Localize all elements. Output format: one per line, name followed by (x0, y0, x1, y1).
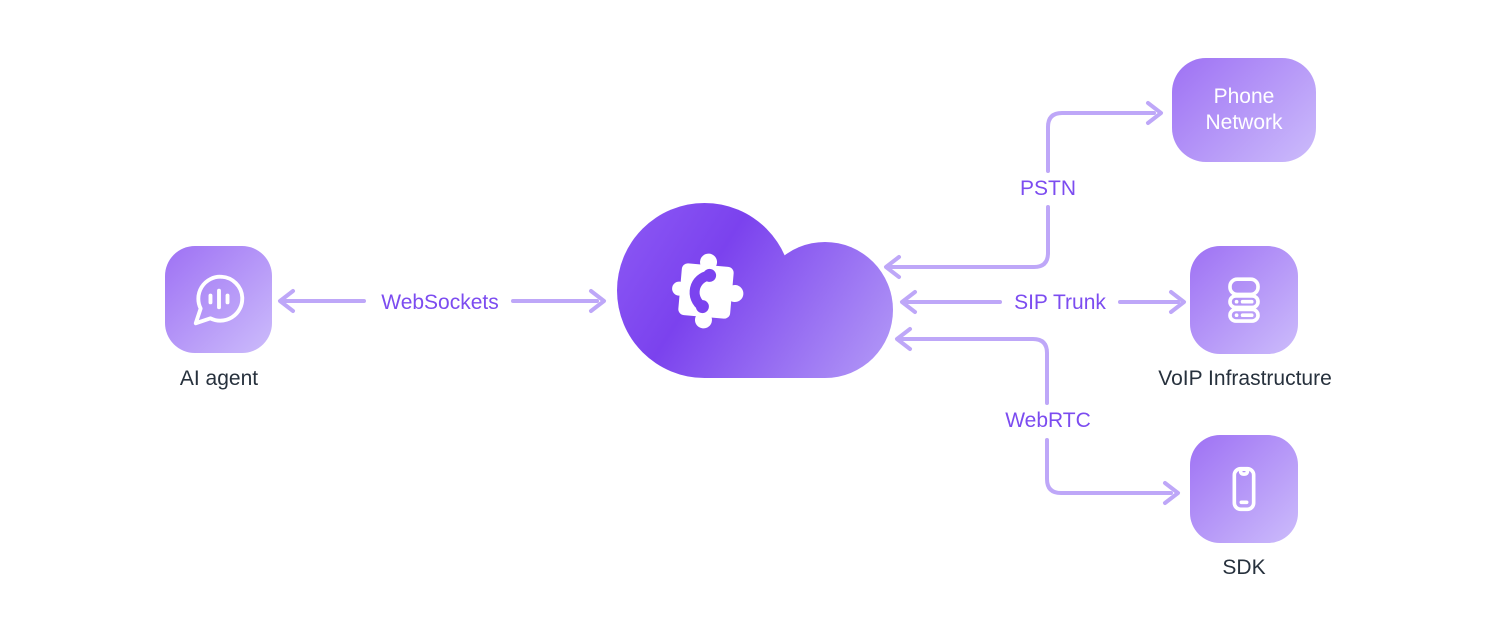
webrtc-connection-label: WebRTC (1005, 409, 1091, 432)
ai-agent-node (165, 246, 272, 353)
voip-infrastructure-label: VoIP Infrastructure (1158, 367, 1332, 390)
connector-pstn (884, 101, 1163, 279)
ai-agent-label: AI agent (179, 367, 259, 390)
pstn-connection-label: PSTN (1019, 177, 1077, 200)
sdk-node (1190, 435, 1298, 543)
cloud-shape (617, 203, 893, 378)
websockets-connection-label: WebSockets (381, 291, 499, 314)
smartphone-icon (1232, 466, 1256, 512)
voice-chat-bubble-icon (193, 274, 244, 325)
phone-network-label: Phone Network (1205, 85, 1283, 134)
connector-websockets (278, 289, 606, 313)
sip-trunk-connection-label: SIP Trunk (1014, 291, 1106, 314)
phone-network-node: Phone Network (1172, 58, 1316, 162)
connector-sip-trunk (900, 290, 1186, 314)
connector-webrtc (895, 327, 1180, 505)
sdk-label: SDK (1222, 556, 1266, 579)
telephony-cloud (617, 203, 893, 378)
server-icon (1228, 277, 1260, 323)
puzzle-phone-icon (672, 253, 744, 329)
voip-infrastructure-node (1190, 246, 1298, 354)
